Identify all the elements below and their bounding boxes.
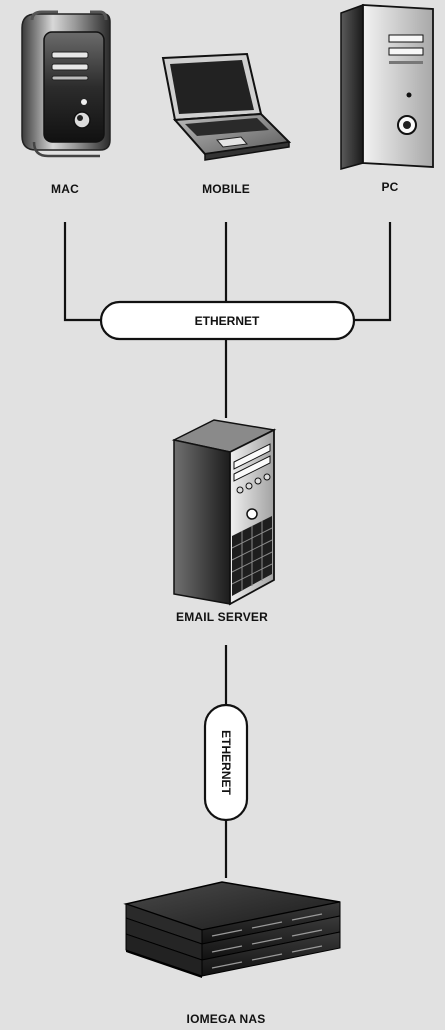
rack-nas-icon: [123, 881, 341, 978]
pc-connector-line: [353, 222, 392, 322]
pc-tower-icon: [340, 3, 434, 170]
iomega-nas-label: IOMEGA NAS: [186, 1012, 266, 1026]
mac-pro-tower-icon: [21, 10, 111, 158]
email-server-label: EMAIL SERVER: [176, 610, 268, 624]
mac-connector-line: [63, 222, 102, 322]
ethernet-hub-label: ETHERNET: [195, 314, 260, 328]
ethernet-hub-pill: ETHERNET: [99, 300, 356, 341]
pc-label: PC: [381, 180, 399, 194]
mobile-label: MOBILE: [202, 182, 250, 196]
ethernet-link-label: ETHERNET: [219, 730, 233, 795]
nas-unit: [125, 931, 341, 977]
laptop-icon: [161, 52, 292, 161]
mac-label: MAC: [51, 182, 79, 196]
ethernet-link-pill: ETHERNET: [203, 703, 249, 822]
nas-unit: [123, 881, 341, 945]
server-tower-icon: [171, 419, 277, 606]
